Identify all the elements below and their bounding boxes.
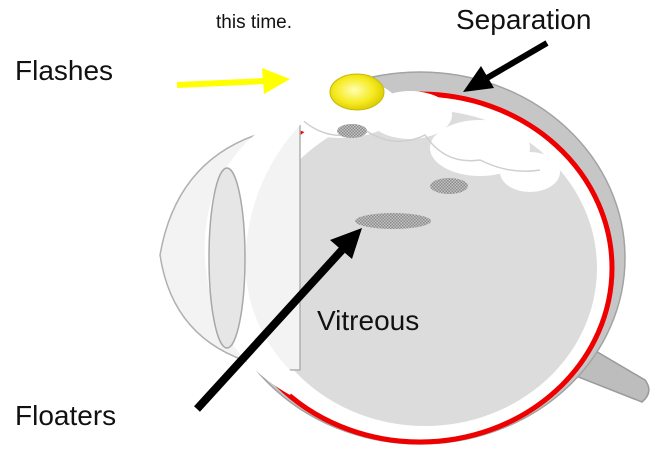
floater-small	[337, 124, 367, 138]
floater-right	[430, 178, 468, 194]
flashes-arrow	[177, 68, 290, 94]
floaters-label: Floaters	[15, 400, 116, 431]
flashes-label: Flashes	[15, 55, 113, 86]
separation-arrow	[463, 43, 547, 92]
floater-large	[355, 213, 431, 229]
flash-glow	[330, 74, 384, 110]
separation-label: Separation	[456, 4, 591, 35]
caption-fragment: this time.	[216, 12, 292, 33]
lens	[209, 168, 245, 348]
vitreous-label: Vitreous	[317, 305, 419, 336]
